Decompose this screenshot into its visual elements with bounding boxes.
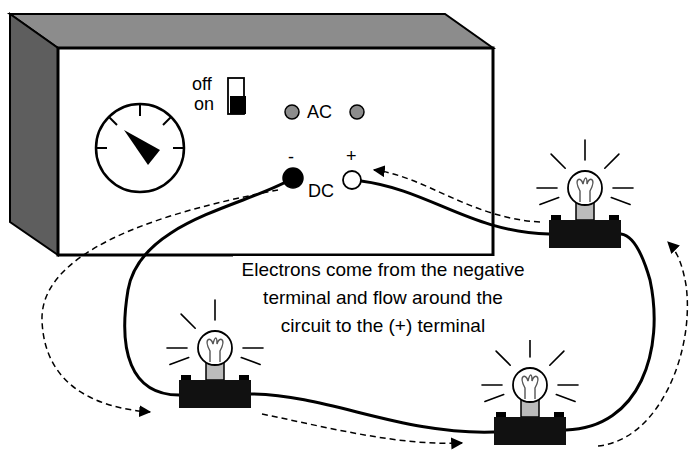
explanation-note: Electrons come from the negative termina… — [233, 256, 533, 340]
switch-label: off — [192, 74, 212, 95]
power-supply-panel: offon AC - + DC — [58, 48, 493, 255]
switch-label: on — [194, 94, 214, 115]
dc-label: DC — [308, 181, 334, 202]
ac-label: AC — [307, 102, 332, 123]
terminal-sign: - — [288, 147, 294, 168]
terminal-sign: + — [346, 146, 357, 167]
